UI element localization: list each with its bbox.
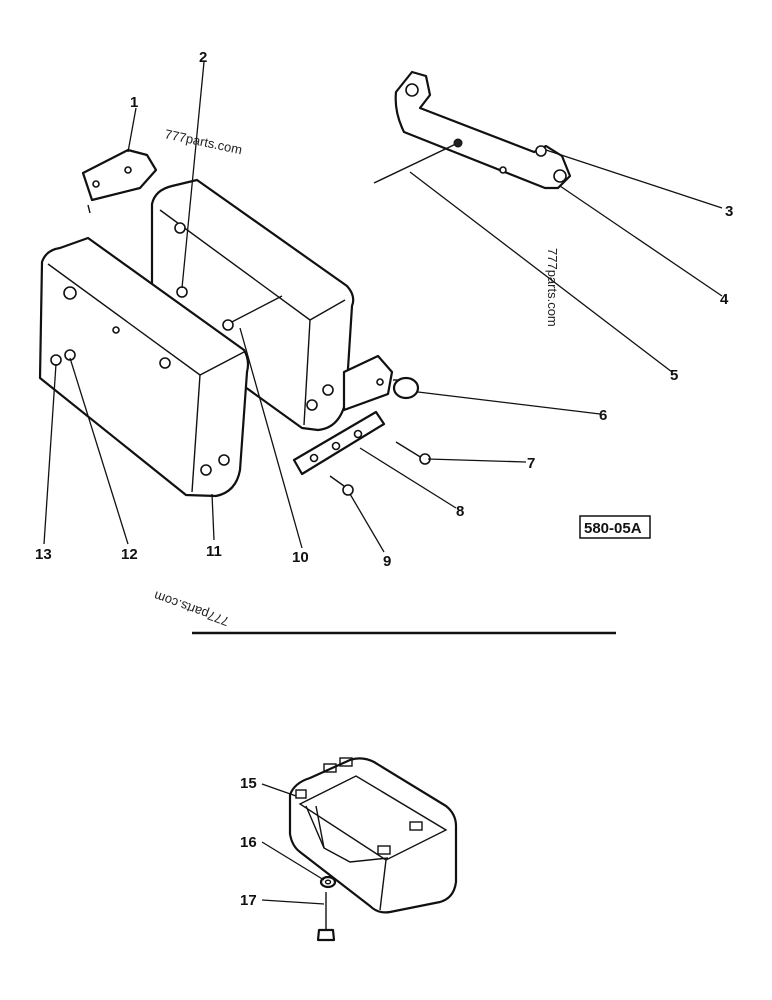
- leader-lines-bottom: [261, 783, 325, 905]
- callout-13: 13: [35, 546, 52, 563]
- callout-labels-bottom: 15 16 17: [240, 775, 257, 909]
- diagram-code: 580-05A: [584, 520, 642, 537]
- callout-6: 6: [599, 407, 607, 424]
- part-16-washer: [319, 875, 337, 889]
- callout-9: 9: [383, 553, 391, 570]
- watermark-3: 777parts.com: [152, 588, 231, 629]
- callout-8: 8: [456, 503, 464, 520]
- callout-4: 4: [720, 291, 729, 308]
- callout-17: 17: [240, 892, 257, 909]
- watermark-1: 777parts.com: [163, 126, 243, 157]
- part-6-knob-bracket: [342, 354, 420, 412]
- callout-15: 15: [240, 775, 257, 792]
- leader-lines-top: [43, 61, 723, 553]
- callout-10: 10: [292, 549, 309, 566]
- callout-2: 2: [199, 49, 207, 66]
- front-weight: [38, 236, 250, 498]
- watermark-2: 777parts.com: [545, 248, 560, 327]
- rear-weight: [150, 178, 355, 432]
- part-4-support-bar: [394, 70, 572, 190]
- part-7-bolt: [395, 441, 431, 465]
- part-1-bracket: [81, 148, 158, 214]
- callout-7: 7: [527, 455, 535, 472]
- diagram-code-box: 580-05A: [579, 515, 651, 539]
- part-8-plate: [292, 410, 386, 476]
- part-17-bolt: [316, 892, 336, 942]
- callout-12: 12: [121, 546, 138, 563]
- part-5-pin: [373, 138, 463, 184]
- callout-11: 11: [206, 543, 222, 560]
- part-9-bolt: [329, 475, 354, 496]
- part-10-bolt: [222, 295, 283, 331]
- callout-3: 3: [725, 203, 733, 220]
- part-15-tray-weight: [288, 757, 458, 914]
- callout-16: 16: [240, 834, 257, 851]
- callout-labels-top: 1 2 3 4 5 6 7 8 9 10 11 12 13: [35, 49, 733, 570]
- callout-5: 5: [670, 367, 678, 384]
- callout-1: 1: [130, 94, 138, 111]
